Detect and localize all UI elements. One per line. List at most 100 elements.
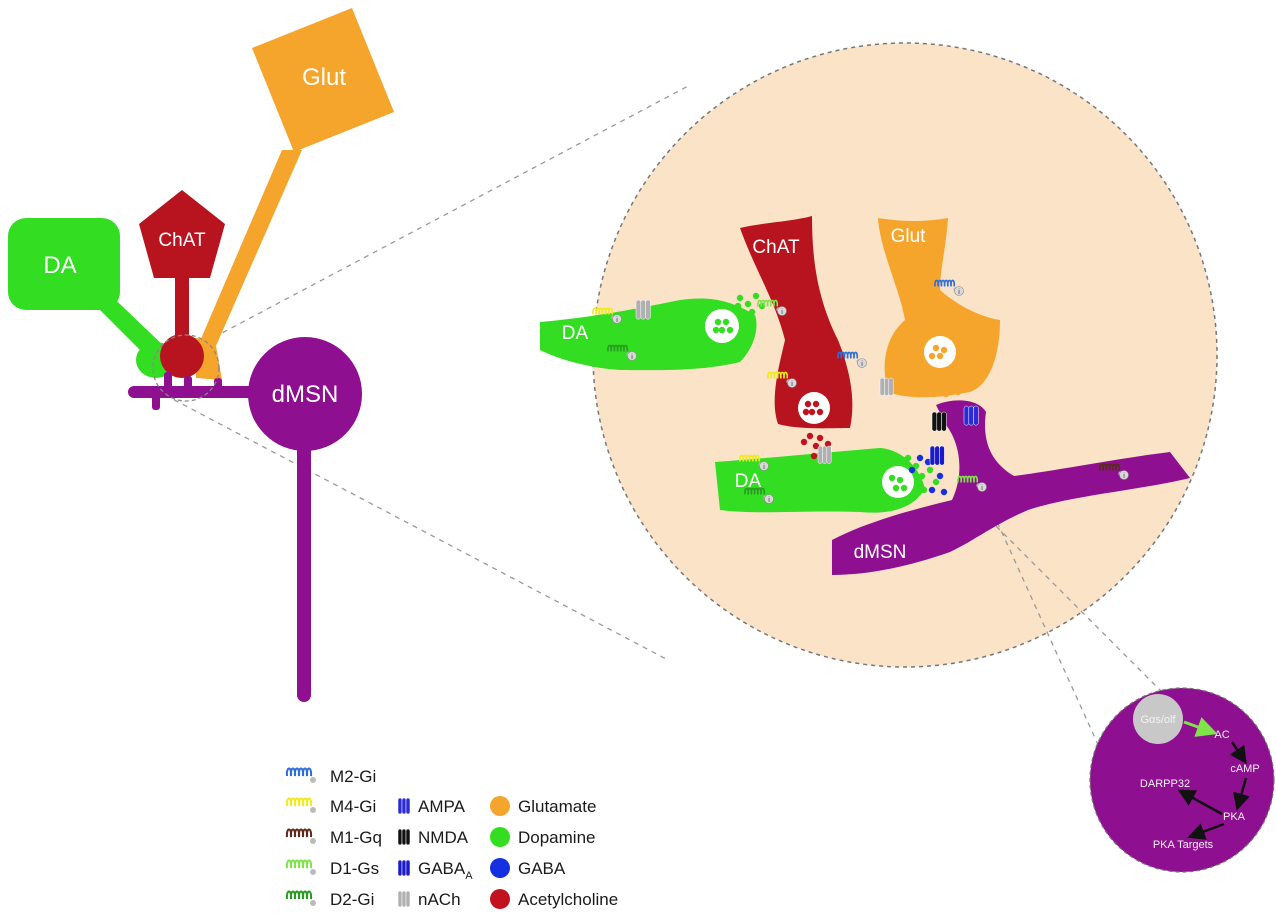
zoom-receptor-tag-3: i (764, 494, 774, 504)
overview-chat-axon (175, 272, 189, 344)
dopamine-dot-4 (726, 326, 734, 334)
glutamate-dot-10 (954, 388, 962, 396)
overview-da-label: DA (43, 252, 76, 279)
acetylcholine-dot-7 (824, 440, 832, 448)
zoom-receptor-tag-7-text: i (958, 289, 960, 296)
acetylcholine-dot-3 (816, 408, 824, 416)
acetylcholine-dot-5 (806, 432, 814, 440)
nach-channel-icon-shape (397, 890, 411, 908)
zoom-receptor-tag-1: i (627, 351, 637, 361)
overview-dmsn-label: dMSN (272, 381, 339, 408)
pka-label: PKA (1223, 811, 1246, 823)
legend-label-d1: D1-Gs (330, 859, 379, 878)
darpp32-label: DARPP32 (1140, 778, 1190, 790)
glutamate-dot-5 (936, 380, 944, 388)
zoom-receptor-tag-5: i (787, 378, 797, 388)
d2-coil-icon-shape (285, 890, 316, 906)
zoom-receptor-tag-4-text: i (781, 309, 783, 316)
zoom-receptor-tag-2: i (759, 461, 769, 471)
camp-label: cAMP (1230, 763, 1259, 775)
overview-dmsn-spine-3 (184, 376, 192, 392)
gaba-dot-4 (928, 486, 936, 494)
legend-item-gaba: GABA (490, 858, 566, 878)
legend-label-nach: nACh (418, 890, 461, 909)
acetylcholine-dot-icon (490, 889, 510, 909)
overview-dmsn-spine-1 (152, 386, 160, 410)
signaling-panel: Gαs/olf AC cAMP PKA DARPP32 PKA Targets (1089, 687, 1275, 873)
pka-targets-label: PKA Targets (1153, 839, 1214, 851)
legend-item-ampa: AMPA (397, 797, 466, 816)
zoom-receptor-tag-6-text: i (861, 361, 863, 368)
zoom-nach-channel-icon-2 (879, 377, 894, 396)
dopamine-dot-b-5 (912, 462, 920, 470)
gaba-dot-2 (924, 458, 932, 466)
d1-coil-icon (285, 859, 316, 875)
acetylcholine-dot-8 (812, 442, 820, 450)
legend-item-m2: M2-Gi (285, 767, 376, 786)
legend: M2-Gi M4-Gi M1-Gq D1-Gs D2-Gi (285, 767, 618, 909)
overview-panel: Glut DA ChAT dMSN (8, 8, 394, 702)
legend-item-nmda: NMDA (397, 828, 469, 847)
overview-chat-label: ChAT (158, 230, 206, 251)
nmda-channel-icon-shape (397, 828, 411, 846)
legend-label-ampa: AMPA (418, 797, 466, 816)
overview-dmsn-spine-2 (164, 372, 172, 392)
arrow-camp-to-pka (1233, 777, 1250, 811)
dopamine-dot-b-6 (918, 472, 926, 480)
overview-zoom-selection (152, 334, 220, 402)
nach-channel-icon (397, 890, 411, 908)
dopamine-dot-5 (736, 294, 744, 302)
m2-coil-icon-shape (285, 767, 316, 783)
zoom-receptor-tag-1-text: i (631, 354, 633, 361)
zoom-da-top-vesicle (705, 309, 739, 343)
m4-coil-icon-shape (285, 797, 316, 813)
acetylcholine-dot-6 (816, 434, 824, 442)
dopamine-dot-icon (490, 827, 510, 847)
glutamate-dot-3 (928, 352, 936, 360)
zoom-receptor-tag-8-text: i (1123, 473, 1125, 480)
m4-coil-icon (285, 797, 316, 813)
legend-label-acetylcholine: Acetylcholine (518, 890, 618, 909)
legend-item-m4: M4-Gi (285, 797, 376, 816)
arrow-ac-to-camp (1229, 741, 1247, 765)
glutamate-dot-icon (490, 796, 510, 816)
d1-coil-icon-shape (285, 859, 316, 875)
legend-label-dopamine: Dopamine (518, 828, 596, 847)
zoom-da-bottom-label: DA (735, 471, 762, 492)
gas-olf-label: Gαs/olf (1140, 714, 1176, 726)
overview-chat-soma (139, 190, 225, 278)
d2-coil-icon (285, 890, 316, 906)
ampa-channel-icon (397, 797, 411, 815)
legend-label-gaba-a-main: GABA (418, 859, 466, 878)
legend-item-acetylcholine: Acetylcholine (490, 889, 618, 909)
overview-da-soma (8, 218, 120, 310)
zoom-chat-vesicle (798, 392, 830, 424)
glutamate-dot-0 (932, 344, 940, 352)
legend-label-gaba-a-sub: A (465, 870, 473, 882)
legend-item-d1: D1-Gs (285, 859, 379, 878)
dopamine-dot-3 (712, 326, 720, 334)
overview-dmsn-soma (248, 337, 362, 451)
glutamate-dot-7 (958, 374, 966, 382)
zoom-glut-terminal (878, 218, 1000, 398)
legend-item-m1: M1-Gq (285, 828, 382, 847)
m1-coil-icon-shape (285, 828, 316, 844)
overview-dmsn-spine-4 (214, 378, 222, 394)
zoom-da-top-label: DA (562, 323, 589, 344)
dopamine-dot-b-4 (904, 454, 912, 462)
legend-label-m2: M2-Gi (330, 767, 376, 786)
zoom-receptor-tag-2-text: i (763, 464, 765, 471)
zoom-nach-channel-icon-0 (635, 299, 651, 320)
gaba-dot-3 (936, 472, 944, 480)
zoom-glut-label: Glut (891, 226, 927, 247)
zoom-projection-lines (164, 84, 1171, 761)
gaba-a-channel-icon (397, 859, 411, 877)
legend-item-dopamine: Dopamine (490, 827, 596, 847)
arrow-pka-to-darpp32 (1177, 789, 1223, 816)
acetylcholine-dot-11 (810, 452, 818, 460)
dopamine-dot-1 (722, 318, 730, 326)
zoom-glut-vesicle (924, 336, 956, 368)
zoom-receptor-tag-6: i (857, 358, 867, 368)
zoom-ampa-channel-icon (963, 405, 979, 426)
